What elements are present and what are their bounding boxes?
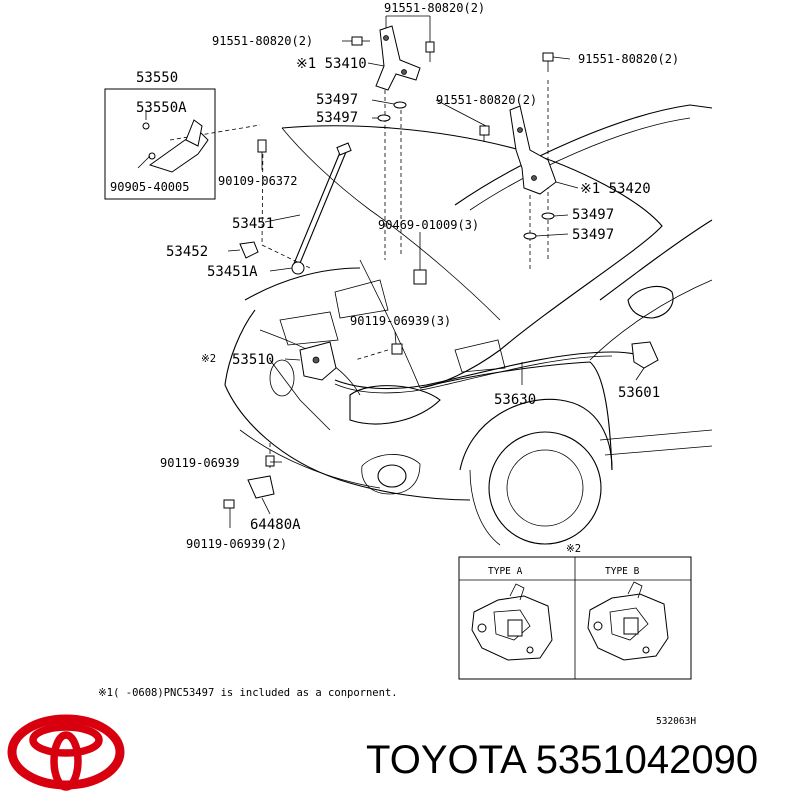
- label-64480A: 64480A: [250, 517, 301, 533]
- inset-type-b: TYPE B: [605, 566, 640, 577]
- hood-hinge-right: [509, 105, 557, 195]
- washer-53497-left: [377, 101, 407, 122]
- label-90119-c: 90119-06939(2): [186, 537, 287, 551]
- hood-hinge-left: [375, 25, 421, 91]
- label-90119-a: 90119-06939(3): [350, 314, 451, 328]
- label-91551-mid: 91551-80820(2): [436, 93, 537, 107]
- lock-type-a-drawing: [471, 583, 553, 661]
- holder-53550: [104, 88, 216, 200]
- label-53451: 53451: [232, 216, 274, 232]
- leader-lines: [137, 15, 645, 528]
- vehicle-outline: [169, 80, 713, 546]
- footnote: ※1( -0608)PNC53497 is included as a conp…: [98, 687, 398, 699]
- toyota-logo-icon: [7, 714, 125, 791]
- brand-name: TOYOTA: [366, 738, 525, 782]
- label-91551-right: 91551-80820(2): [578, 52, 679, 66]
- hood-lock-53510: [299, 341, 337, 381]
- label-53510-mark: ※2: [201, 353, 216, 365]
- label-53601: 53601: [618, 385, 660, 401]
- label-53420: ※1 53420: [580, 181, 651, 197]
- label-90109: 90109-06372: [218, 174, 297, 188]
- bolt-right-top: [542, 52, 554, 72]
- label-53451A: 53451A: [207, 264, 258, 280]
- label-90469: 90469-01009(3): [378, 218, 479, 232]
- support-bracket-53452: [239, 241, 259, 259]
- label-53550A: 53550A: [136, 100, 187, 116]
- label-53510: 53510: [232, 352, 274, 368]
- lock-type-inset: ※2 TYPE A TYPE B: [458, 543, 692, 680]
- bolt-top: [425, 41, 435, 62]
- bolt-90119-lock: [391, 343, 403, 355]
- label-91551-top: 91551-80820(2): [384, 1, 485, 15]
- label-53452: 53452: [166, 244, 208, 260]
- label-91551-left: 91551-80820(2): [212, 34, 313, 48]
- label-90905: 90905-40005: [110, 180, 189, 194]
- bolt-right-mid: [479, 125, 490, 142]
- label-53497-c: 53497: [572, 207, 614, 223]
- lock-type-b-drawing: [587, 581, 669, 661]
- part-number: 5351042090: [535, 738, 759, 782]
- bolt-left: [351, 36, 370, 46]
- diagram-code: 532063H: [656, 716, 696, 727]
- label-90119-b: 90119-06939: [160, 456, 239, 470]
- label-53497-d: 53497: [572, 227, 614, 243]
- hood-lever-53601: [631, 341, 659, 369]
- clip-90109: [257, 139, 267, 153]
- label-53410: ※1 53410: [296, 56, 367, 72]
- bracket-64480A: [223, 455, 275, 509]
- brand-caption: TOYOTA 5351042090: [366, 738, 758, 783]
- hood-support-rod: [291, 142, 352, 275]
- label-53550: 53550: [136, 70, 178, 86]
- label-53630: 53630: [494, 392, 536, 408]
- washer-53497-right: [523, 212, 555, 240]
- label-53497-a: 53497: [316, 92, 358, 108]
- inset-mark: ※2: [566, 543, 581, 555]
- label-53497-b: 53497: [316, 110, 358, 126]
- clip-90469: [413, 269, 427, 285]
- inset-type-a: TYPE A: [488, 566, 523, 577]
